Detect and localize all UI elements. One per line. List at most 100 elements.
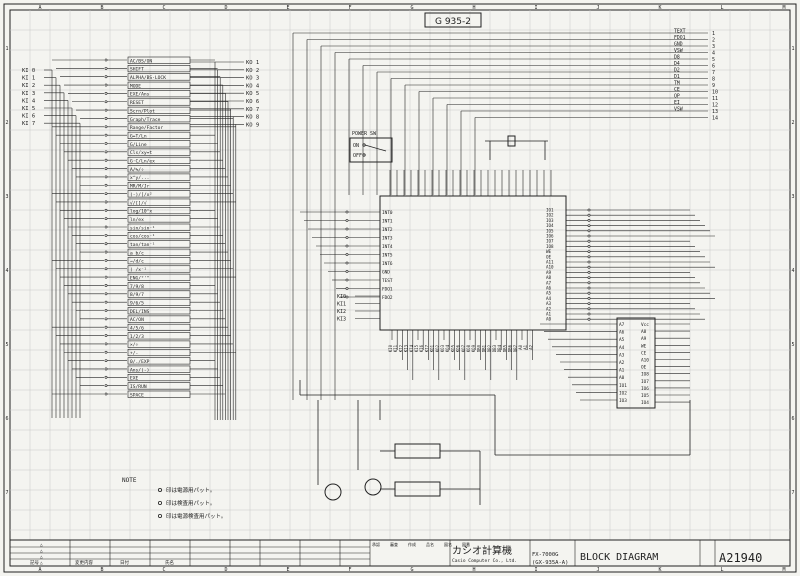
cpu-right-pin-13: A8 xyxy=(546,275,552,280)
cpu-bottom-pin-21: DB4 xyxy=(497,344,502,352)
cpu-left-pin-1: INT1 xyxy=(382,219,393,225)
cpu-bottom-pin-14: KO7 xyxy=(461,344,466,352)
key-input-label-0: KI 0 xyxy=(22,68,35,74)
key-label-7: Graph/Trace xyxy=(130,117,161,123)
col-letter-bottom-H: H xyxy=(472,567,475,573)
row-number-6: 6 xyxy=(5,416,8,422)
key-label-24: →/d/c xyxy=(130,259,144,265)
ram-right-pin-8: IO7 xyxy=(641,379,649,385)
lcd-connector: 1234567891011121314TEXTFDO1GNDVSWD8D4D2D… xyxy=(292,29,718,400)
key-label-38: EXE xyxy=(130,376,139,382)
connector-pin-8: TM xyxy=(674,81,680,87)
cpu-left-pin-6: INT6 xyxy=(382,261,393,267)
col-letter-M: M xyxy=(782,5,785,11)
cpu-right-pin-18: A3 xyxy=(546,301,552,306)
connector-num-9: 9 xyxy=(712,83,715,89)
ram-left-pin-2: A5 xyxy=(619,337,625,343)
key-label-15: MR/M/Jr xyxy=(130,184,150,190)
ram-left-pin-6: A1 xyxy=(619,368,625,374)
note-line-2: 印は電源検査用パット。 xyxy=(166,512,226,520)
row-number-right-2: 2 xyxy=(791,120,794,126)
note-line-0: 印は電源用パット。 xyxy=(166,486,215,494)
cpu-right-pin-15: A6 xyxy=(546,286,552,291)
col-letter-bottom-E: E xyxy=(286,567,289,573)
keyboard-matrix: KI 0KI 1KI 2KI 3KI 4KI 5KI 6KI 7KO 1KO 2… xyxy=(22,56,260,420)
key-input-label-6: KI 6 xyxy=(22,114,35,120)
col-letter-bottom-C: C xyxy=(162,567,165,573)
ram-left-pin-9: IO2 xyxy=(619,390,627,396)
cpu-bottom-pin-24: DB7 xyxy=(513,344,518,352)
connector-num-2: 2 xyxy=(712,38,715,44)
ram-left-pin-0: A7 xyxy=(619,322,625,328)
connector-num-14: 14 xyxy=(712,116,718,122)
cpu-right-pin-6: IO7 xyxy=(546,239,554,244)
connector-num-7: 7 xyxy=(712,70,715,76)
rev-mark-2: △ xyxy=(40,555,43,560)
cpu-right-pin-3: IO4 xyxy=(546,223,554,228)
cpu-left-pin-4: INT4 xyxy=(382,244,393,250)
key-label-4: EXE/Ans xyxy=(130,92,150,98)
col-letter-H: H xyxy=(472,5,475,11)
ram-right-pin-2: A9 xyxy=(641,336,647,342)
key-label-6: Scrn/Plot xyxy=(130,108,155,114)
key-label-10: G/Line xyxy=(130,142,147,148)
connector-num-12: 12 xyxy=(712,103,718,109)
connector-pin-10: OP xyxy=(674,94,680,100)
title-col-head-1: 変更内容 xyxy=(75,559,93,566)
connector-pin-2: GND xyxy=(674,42,683,48)
key-output-label-6: KO 7 xyxy=(246,107,259,113)
cpu-right-pin-21: A0 xyxy=(546,317,552,322)
row-number-right-7: 7 xyxy=(791,490,794,496)
title-label-1: 審査 xyxy=(390,541,398,547)
power-sw-off: OFF xyxy=(353,153,362,159)
ram-right-pin-10: IO5 xyxy=(641,393,649,399)
power-circuit xyxy=(299,380,691,505)
cpu-bottom-pin-5: KI5 xyxy=(414,344,419,352)
lower-ki-3: KI3 xyxy=(337,317,346,323)
connector-pin-7: D1 xyxy=(674,74,680,80)
row-number-right-3: 3 xyxy=(791,194,794,200)
connector-num-3: 3 xyxy=(712,44,715,50)
connector-pin-11: EI xyxy=(674,100,680,106)
ram-left-pin-3: A4 xyxy=(619,345,625,351)
cpu-bottom-pin-6: KI6 xyxy=(419,344,424,352)
ram-left-pin-5: A2 xyxy=(619,360,625,366)
cpu-bottom-pin-27: A2 xyxy=(528,344,533,349)
cpu-left-pin-10: FDO2 xyxy=(382,295,393,301)
row-number-right-4: 4 xyxy=(791,268,794,274)
key-label-23: a b/c xyxy=(130,250,144,256)
key-label-2: ALPHA/BS·LOCK xyxy=(130,75,166,81)
cpu-right-pin-2: IO3 xyxy=(546,218,554,223)
row-number-5: 5 xyxy=(5,342,8,348)
row-number-right-1: 1 xyxy=(791,46,794,52)
col-letter-G: G xyxy=(410,5,413,11)
cpu-bottom-pin-1: KI1 xyxy=(393,344,398,352)
key-label-35: +/- xyxy=(130,351,138,357)
ram-right-pin-9: IO6 xyxy=(641,386,649,392)
cpu-left-pin-7: GND xyxy=(382,270,390,276)
connector-pin-1: FDO1 xyxy=(674,35,686,41)
key-label-32: 4/5/6 xyxy=(130,326,144,332)
col-letter-bottom-K: K xyxy=(658,567,661,573)
cpu-bottom-pin-17: DB0 xyxy=(476,344,481,352)
company-logo: カシオ計算機 xyxy=(452,544,512,557)
cpu-left-pin-8: TEST xyxy=(382,278,393,284)
col-letter-bottom-A: A xyxy=(38,567,41,573)
key-label-14: x^y/... xyxy=(130,175,149,181)
cpu-right-pin-7: IO8 xyxy=(546,244,554,249)
key-output-label-5: KO 6 xyxy=(246,99,259,105)
col-letter-L: L xyxy=(720,5,723,11)
part-number: (GX-935A-A) xyxy=(532,560,568,566)
cpu-right-pin-5: IO6 xyxy=(546,234,554,239)
row-number-right-5: 5 xyxy=(791,342,794,348)
ram-right-pin-1: A8 xyxy=(641,329,647,335)
key-label-20: sin/sin⁻¹ xyxy=(130,225,155,231)
ram-right-pin-7: IO8 xyxy=(641,372,649,378)
cpu-bottom-pin-18: DB1 xyxy=(482,344,487,352)
cpu-bottom-pin-8: KO1 xyxy=(430,344,435,352)
key-label-30: DEL/INS xyxy=(130,309,150,315)
connector-pin-6: D2 xyxy=(674,68,680,74)
key-output-label-7: KO 8 xyxy=(246,115,259,121)
